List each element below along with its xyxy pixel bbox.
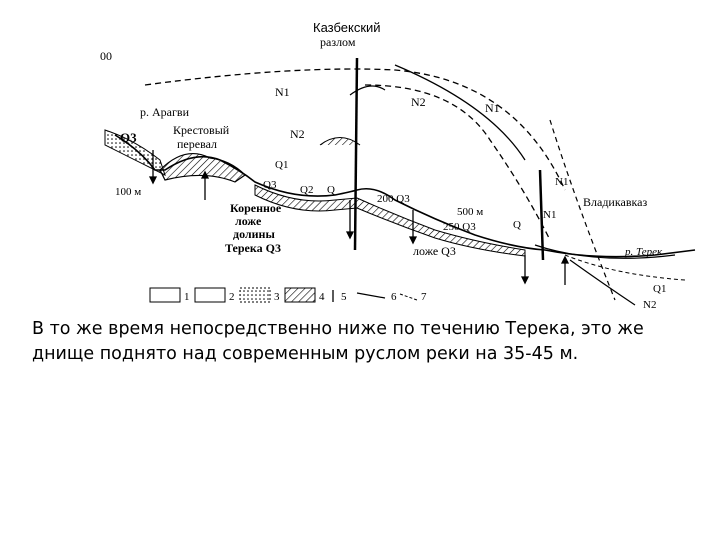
elevation-100: 100 м — [115, 186, 141, 198]
label-500: 500 м — [457, 206, 483, 218]
upper-solid-arc — [395, 65, 525, 160]
n-curve — [350, 86, 385, 95]
label-q2: Q2 — [300, 184, 313, 196]
label-n2-mid: N2 — [290, 127, 305, 141]
label-pereval: перевал — [177, 137, 217, 151]
legend: 1 2 3 4 5 6 7 — [150, 288, 427, 303]
label-q1: Q1 — [275, 159, 288, 171]
legend-num-2: 2 — [229, 291, 235, 303]
legend-line-6 — [357, 293, 385, 298]
label-n2-right: N2 — [411, 95, 426, 109]
label-n1-right: N1 — [485, 101, 500, 115]
label-q: Q — [327, 184, 335, 196]
legend-num-3: 3 — [274, 291, 280, 303]
label-q3-left: Q3 — [120, 130, 137, 145]
legend-num-4: 4 — [319, 291, 325, 303]
label-n2-bottom: N2 — [643, 299, 656, 310]
label-q-right: Q — [513, 219, 521, 231]
label-n-vlad2: N1 — [543, 209, 556, 221]
legend-line-7 — [400, 294, 417, 300]
label-tereka: Терека Q3 — [225, 241, 281, 255]
label-n1-vlad: N1 — [555, 176, 568, 188]
label-doliny: долины — [233, 227, 275, 241]
slide-caption: В то же время непосредственно ниже по те… — [32, 317, 692, 367]
label-r-terek: р. Терек — [624, 246, 663, 258]
legend-num-5: 5 — [341, 291, 347, 303]
fault-subtitle: разлом — [320, 35, 356, 49]
elevation-top: 00 — [100, 49, 112, 63]
label-250: 250 Q3 — [443, 221, 476, 233]
label-korennoe: Коренное — [230, 201, 282, 215]
label-lozhe: ложе — [235, 214, 262, 228]
legend-num-6: 6 — [391, 291, 397, 303]
label-q3-mid: Q3 — [263, 179, 277, 191]
upper-dashed-arc-3 — [550, 120, 615, 300]
label-krestovy: Крестовый — [173, 123, 230, 137]
label-n-top: N1 — [275, 85, 290, 99]
legend-swatch-4 — [285, 288, 315, 302]
legend-swatch-1 — [150, 288, 180, 302]
label-vladikavkaz: Владикавказ — [583, 195, 647, 209]
label-200: 200 Q3 — [377, 193, 410, 205]
label-q1-far: Q1 — [653, 283, 666, 295]
legend-num-1: 1 — [184, 291, 190, 303]
fault-title: Казбекский — [313, 20, 381, 35]
geological-profile-diagram: Казбекский разлом 00 100 м р. Арагви Кре… — [95, 10, 700, 310]
kazbek-fault-line — [355, 58, 357, 250]
mound — [320, 138, 360, 146]
legend-num-7: 7 — [421, 291, 427, 303]
legend-swatch-2 — [195, 288, 225, 302]
label-lozhe-q3: ложе Q3 — [413, 244, 456, 258]
label-aragvi: р. Арагви — [140, 105, 190, 119]
legend-swatch-3 — [240, 288, 270, 302]
